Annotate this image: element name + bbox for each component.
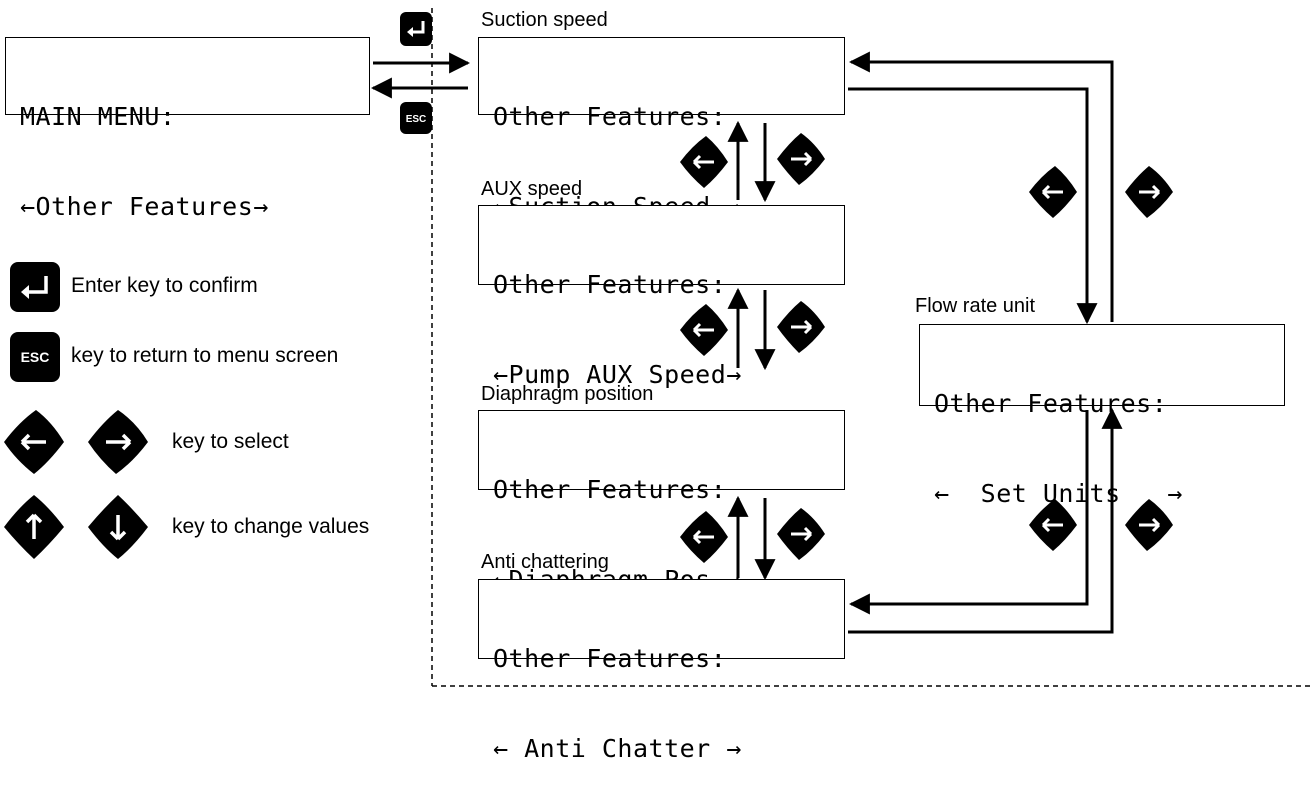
left-arrow-key-icon (1029, 499, 1077, 551)
esc-key-label: ESC (406, 114, 427, 125)
flow-diagram: ESC (4, 8, 1312, 687)
aux-speed-line2: ←Pump AUX Speed→ (493, 360, 742, 389)
flow-rate-unit-caption: Flow rate unit (915, 295, 1036, 317)
flow-rate-unit-line1: Other Features: (934, 389, 1168, 418)
legend-enter-text: Enter key to confirm (71, 274, 258, 297)
suction-speed-line1: Other Features: (493, 102, 727, 131)
legend-left-arrow-key-icon (4, 410, 64, 474)
aux-speed-line1: Other Features: (493, 270, 727, 299)
enter-key-icon (400, 12, 432, 46)
suction-speed-screen: Other Features: ←Suction Speed → (478, 37, 845, 221)
left-arrow-key-icon (1029, 166, 1077, 218)
right-arrow-key-icon (1125, 166, 1173, 218)
legend-esc-key-label: ESC (21, 349, 50, 365)
main-menu-line2: ←Other Features→ (20, 192, 269, 221)
main-menu-line1: MAIN MENU: (20, 102, 176, 131)
legend-right-arrow-key-icon (88, 410, 148, 474)
arrow-units-to-suction (848, 51, 1114, 322)
left-arrow-key-icon (680, 136, 728, 188)
suction-speed-caption: Suction speed (481, 9, 608, 31)
aux-speed-caption: AUX speed (481, 178, 583, 200)
main-menu-screen: MAIN MENU: ←Other Features→ (5, 37, 370, 221)
diaphragm-position-caption: Diaphragm position (481, 383, 654, 405)
right-arrow-key-icon (777, 508, 825, 560)
flow-rate-unit-line2: ← Set Units → (934, 479, 1183, 508)
left-arrow-key-icon (680, 511, 728, 563)
legend-select-text: key to select (172, 430, 289, 453)
arrow-units-to-anti (848, 410, 1089, 615)
legend-enter-key-icon (10, 262, 60, 312)
aux-speed-screen: Other Features: ←Pump AUX Speed→ (478, 205, 845, 389)
anti-chattering-line2: ← Anti Chatter → (493, 734, 742, 763)
right-arrow-key-icon (777, 301, 825, 353)
legend-esc-text: key to return to menu screen (71, 344, 339, 367)
arrow-suction-to-units (848, 87, 1098, 325)
right-arrow-key-icon (1125, 499, 1173, 551)
right-arrow-key-icon (777, 133, 825, 185)
diaphragm-position-screen: Other Features: ←Diaphragm Pos.→ (478, 410, 845, 594)
arrow-anti-to-units (848, 407, 1123, 634)
legend-esc-key-icon: ESC (10, 332, 60, 382)
flow-rate-unit-screen: Other Features: ← Set Units → (919, 324, 1285, 508)
legend-down-arrow-key-icon (88, 495, 148, 559)
esc-key-icon: ESC (400, 102, 432, 134)
diaphragm-position-line1: Other Features: (493, 475, 727, 504)
anti-chattering-line1: Other Features: (493, 644, 727, 673)
anti-chattering-screen: Other Features: ← Anti Chatter → (478, 579, 845, 763)
legend-up-arrow-key-icon (4, 495, 64, 559)
anti-chattering-caption: Anti chattering (481, 551, 609, 573)
left-arrow-key-icon (680, 304, 728, 356)
legend-change-text: key to change values (172, 515, 370, 538)
